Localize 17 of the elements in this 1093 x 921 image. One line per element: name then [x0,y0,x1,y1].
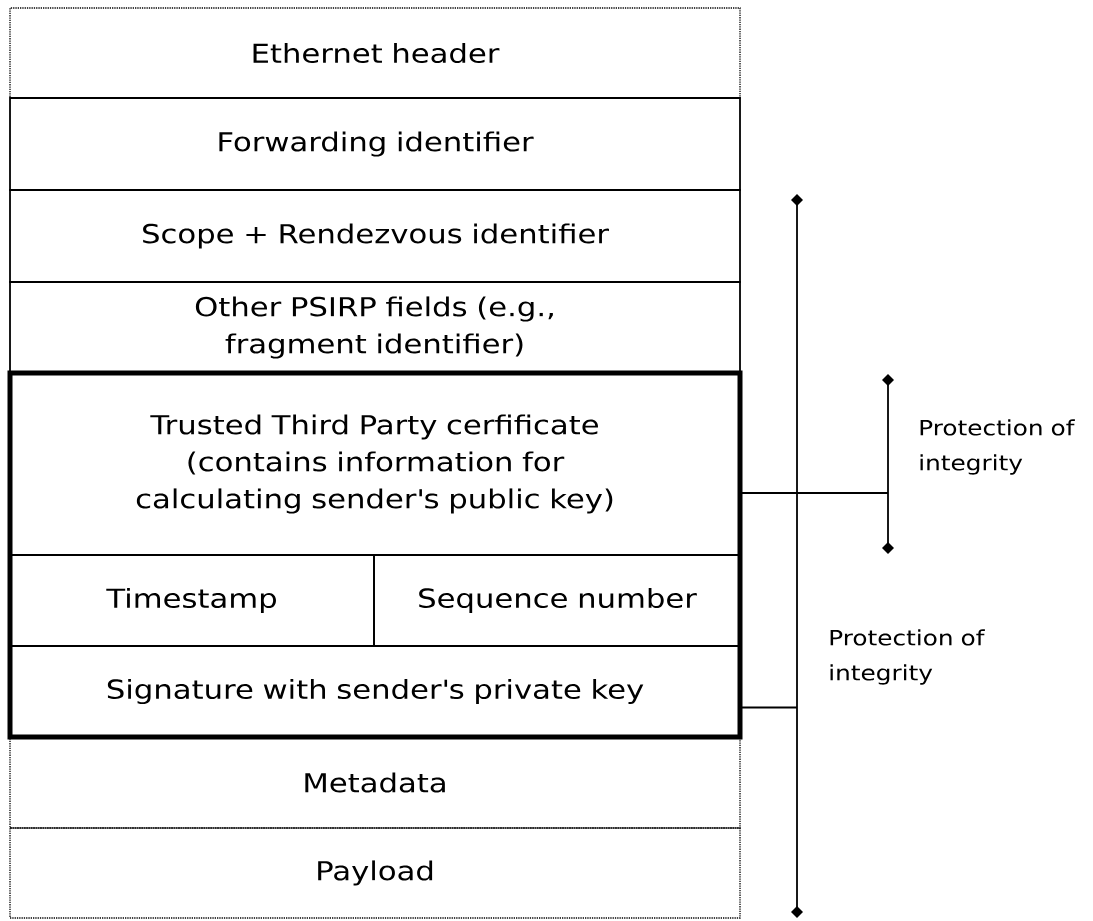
signed-section-box [7,370,743,740]
bracket [882,374,894,554]
field-box: Trusted Third Party cerfificate (contains information for calculating sender's public key) [9,372,741,556]
field-box: Other PSIRP fields (e.g., fragment identifier) [9,281,741,374]
bracket-label: Protection of integrity [920,419,1075,475]
field-box: Payload [9,827,741,919]
field-box: Metadata [9,736,741,829]
connector-line [740,492,889,494]
field-box: Forwarding identifier [9,97,741,191]
field-box: Scope + Rendezvous identifier [9,189,741,283]
field-box: Signature with sender's private key [9,645,741,738]
bracket [791,194,803,918]
field-box: Timestamp [9,554,375,647]
field-box: Sequence number [373,554,741,647]
field-box: Ethernet header [9,7,741,99]
connector-line [740,706,798,709]
bracket-label: Protection of integrity [830,629,985,685]
